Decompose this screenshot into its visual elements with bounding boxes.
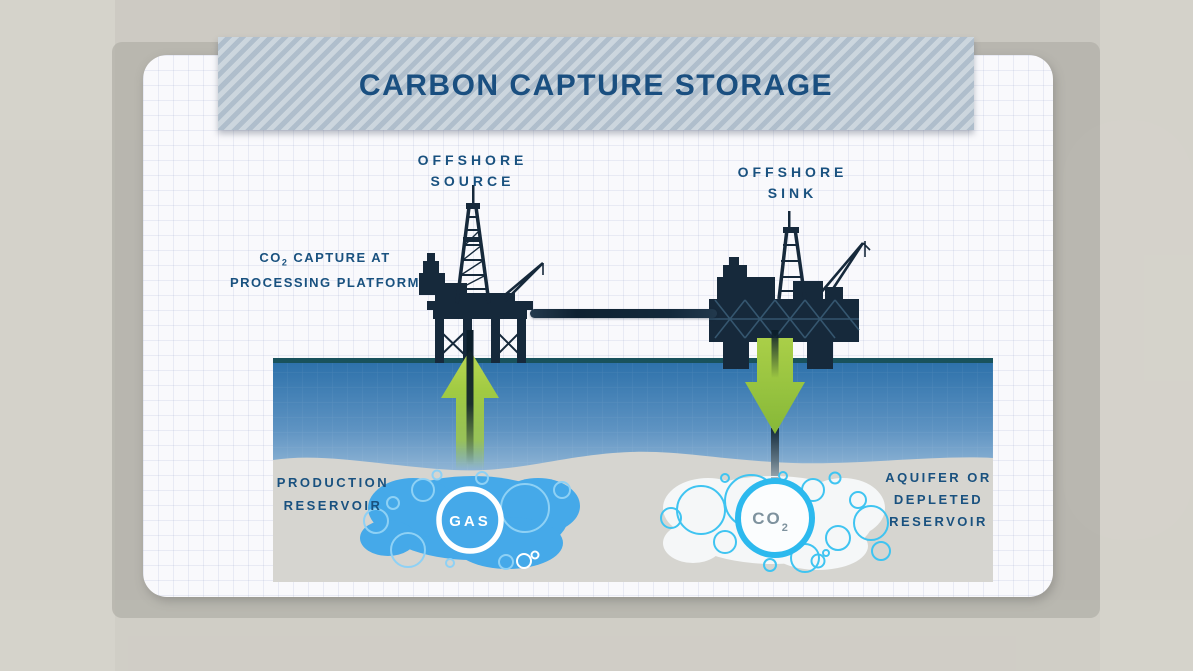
co2-capture-line2: PROCESSING PLATFORM (229, 274, 421, 290)
page-title: CARBON CAPTURE STORAGE (358, 68, 834, 102)
production-line2: RESERVOIR (283, 498, 383, 513)
pipeline (530, 309, 717, 318)
sea-cross-section-illustration: GAS (273, 358, 993, 582)
co2-injection-pipe (771, 428, 779, 482)
title-banner: CARBON CAPTURE STORAGE (218, 37, 974, 130)
injection-riser-pipe (771, 330, 779, 378)
offshore-source-line2: SOURCE (430, 173, 515, 189)
aquifer-blob: CO2 (660, 471, 891, 573)
aquifer-line1: AQUIFER OR (885, 470, 992, 485)
gas-bubbles (363, 469, 571, 570)
paper-texture-patch (0, 0, 115, 671)
paper-texture-patch (1100, 0, 1193, 671)
production-reservoir-label: PRODUCTION RESERVOIR (263, 471, 403, 517)
offshore-source-line1: OFFSHORE (417, 152, 528, 168)
aquifer-line2: DEPLETED (893, 492, 984, 507)
offshore-sink-line1: OFFSHORE (737, 164, 848, 180)
co2-bubbles (660, 471, 891, 573)
gas-label: GAS (449, 513, 491, 530)
gas-reservoir-blob: GAS (360, 469, 580, 570)
co2-flow-arrows (441, 330, 805, 470)
sink-platform-illustration (709, 211, 871, 369)
offshore-source-label: OFFSHORE SOURCE (370, 150, 575, 192)
riser-pipe (466, 330, 474, 465)
co2-circle-badge (735, 478, 815, 558)
production-line1: PRODUCTION (276, 475, 390, 490)
sea-surface-band (273, 358, 993, 363)
gas-circle-badge (436, 486, 504, 554)
aquifer-reservoir-label: AQUIFER OR DEPLETED RESERVOIR (861, 467, 1016, 533)
aquifer-line3: RESERVOIR (889, 514, 988, 529)
down-arrow (745, 330, 805, 434)
co2-label: CO2 (752, 509, 790, 534)
up-arrow (441, 330, 499, 470)
offshore-sink-label: OFFSHORE SINK (690, 162, 895, 204)
offshore-sink-line2: SINK (767, 185, 818, 201)
